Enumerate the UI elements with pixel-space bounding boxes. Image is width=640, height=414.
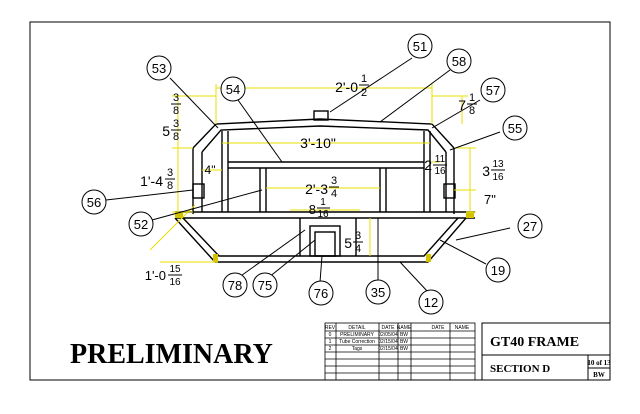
revision-table — [324, 322, 476, 381]
balloon-78: 78 — [222, 272, 248, 298]
date-header-2: DATE — [432, 325, 446, 331]
sheet-border — [29, 21, 611, 381]
dim-frac-den: 8 — [173, 105, 179, 117]
balloon-55: 55 — [502, 115, 528, 141]
balloon-52: 52 — [128, 211, 154, 237]
dim-frac-den: 16 — [317, 209, 329, 220]
balloon-label: 57 — [486, 83, 500, 98]
dim-left-bottom: 1'-0 — [145, 268, 166, 283]
detail-cell: PRELIMINARY — [340, 332, 374, 338]
date-header: DATE — [382, 325, 396, 331]
rev-header: REV — [325, 325, 336, 331]
detail-cell: Tags — [352, 346, 363, 352]
balloon-35: 35 — [365, 279, 391, 305]
name-header: NAME — [397, 325, 412, 331]
dim-frac-den: 16 — [492, 172, 504, 183]
leader-lines — [105, 57, 511, 293]
date-cell: 02/15/04 — [378, 346, 398, 352]
dim-center: 8 — [309, 202, 316, 217]
rev-cell: 2 — [329, 346, 332, 352]
dim-frac-den: 16 — [169, 277, 181, 288]
dim-frac-num: 3 — [355, 230, 361, 242]
balloon-19: 19 — [485, 257, 511, 283]
title-block — [481, 322, 611, 381]
balloon-label: 75 — [258, 278, 272, 293]
dim-top-width: 2'-0 — [335, 79, 358, 95]
dim-right-top: 7 — [458, 97, 466, 113]
date-cell: 02/05/04 — [378, 332, 398, 338]
dim-bottom-center: 5 — [344, 235, 352, 251]
dim-frac-num: 13 — [492, 159, 504, 170]
dim-frac-num: 3 — [331, 175, 337, 187]
dim-frac-den: 8 — [469, 105, 475, 117]
balloon-53: 53 — [146, 55, 172, 81]
detail-header: DETAIL — [348, 325, 365, 331]
dim-frac-num: 1 — [469, 92, 475, 104]
balloon-label: 76 — [314, 286, 328, 301]
balloon-label: 12 — [424, 295, 438, 310]
balloon-12: 12 — [418, 289, 444, 315]
preliminary-stamp: PRELIMINARY — [70, 339, 273, 370]
balloon-76: 76 — [308, 280, 334, 306]
corner-marks — [175, 212, 474, 262]
rev-cell: 0 — [329, 332, 332, 338]
balloon-27: 27 — [517, 213, 543, 239]
balloon-label: 58 — [452, 54, 466, 69]
balloon-54: 54 — [220, 76, 246, 102]
dim-frac-den: 8 — [167, 180, 173, 192]
name-header-2: NAME — [455, 325, 470, 331]
dim-right-mid: 2 — [424, 157, 432, 173]
dim-frac-den: 4 — [331, 188, 337, 200]
balloon-label: 35 — [371, 285, 385, 300]
section-label: SECTION D — [490, 363, 550, 375]
dim-right-low: 7" — [484, 192, 496, 207]
balloon-label: 27 — [523, 219, 537, 234]
balloon-label: 19 — [491, 263, 505, 278]
dim-right-side: 3 — [482, 163, 490, 179]
balloon-57: 57 — [480, 77, 506, 103]
name-cell: BW — [400, 346, 408, 352]
balloon-label: 53 — [152, 61, 166, 76]
dim-left-top2: 5 — [162, 123, 170, 139]
dim-frac-num: 15 — [169, 264, 181, 275]
sheet-number: 10 of 13 — [587, 359, 611, 367]
dim-frac-den: 4 — [355, 243, 361, 255]
revision-table-text: REV DETAIL DATE NAME DATE NAME 0 PRELIMI… — [325, 325, 470, 352]
balloon-label: 55 — [508, 121, 522, 136]
rev-cell: 1 — [329, 339, 332, 345]
balloon-label: 54 — [226, 82, 240, 97]
dim-inner-width: 2'-3 — [305, 181, 328, 197]
dim-frac-num: 3 — [173, 92, 179, 104]
detail-cell: Tube Correction — [339, 339, 375, 345]
balloon-label: 51 — [413, 39, 427, 54]
balloon-label: 78 — [228, 278, 242, 293]
dim-frac-den: 16 — [434, 166, 446, 177]
name-cell: BW — [400, 332, 408, 338]
balloon-58: 58 — [446, 48, 472, 74]
date-cell: 02/15/04 — [378, 339, 398, 345]
balloon-56: 56 — [81, 189, 107, 215]
name-cell: BW — [400, 339, 408, 345]
dimension-text: 2'-0 1 2 3'-10" 2'-3 3 4 8 1 16 3 8 5 3 … — [140, 73, 505, 288]
drawer-initials: BW — [593, 371, 605, 379]
dim-left-mid: 4" — [205, 163, 216, 177]
dim-frac-den: 2 — [361, 87, 367, 99]
dim-frac-den: 8 — [173, 131, 179, 143]
dim-left-lower: 1'-4 — [140, 173, 163, 189]
dim-frac-num: 1 — [320, 197, 326, 208]
balloon-label: 56 — [87, 195, 101, 210]
dim-frame-width: 3'-10" — [300, 135, 336, 151]
balloon-75: 75 — [252, 272, 278, 298]
dim-frac-num: 3 — [167, 167, 173, 179]
drawing-title: GT40 FRAME — [490, 335, 579, 350]
dim-frac-num: 1 — [361, 73, 367, 85]
balloon-51: 51 — [407, 33, 433, 59]
dim-frac-num: 3 — [173, 118, 179, 130]
dim-frac-num: 11 — [435, 154, 446, 165]
balloon-label: 52 — [134, 217, 148, 232]
